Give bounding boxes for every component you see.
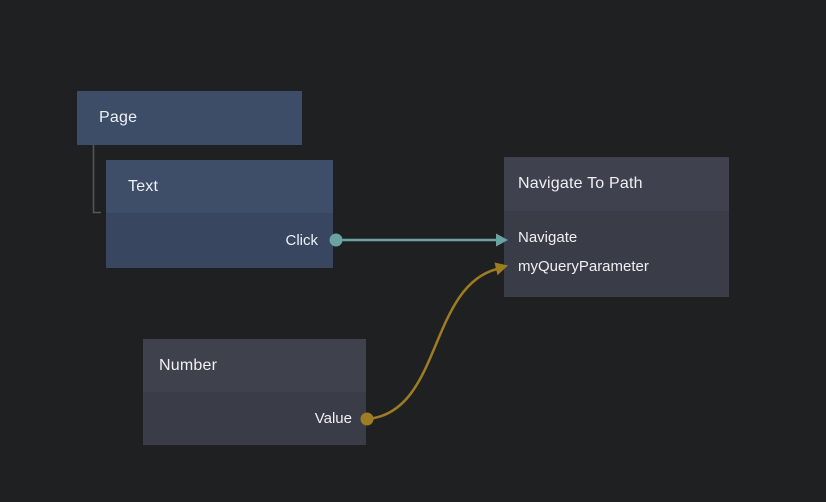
hierarchy-line-page-text: [92, 145, 101, 214]
node-text-body: Click: [106, 213, 333, 268]
output-label-value: Value: [314, 410, 352, 427]
connection-click-to-navigate: [329, 233, 508, 247]
node-page[interactable]: Page: [77, 91, 302, 145]
node-navigate-to-path[interactable]: Navigate To Path Navigate myQueryParamet…: [504, 157, 729, 297]
node-number-body: Value: [143, 392, 366, 445]
input-label-navigate: Navigate: [518, 229, 578, 246]
node-number[interactable]: Number Value: [143, 339, 366, 445]
node-navigate-to-path-header: Navigate To Path: [504, 157, 729, 211]
connection-value-to-myqueryparameter: [360, 262, 508, 426]
node-number-header: Number: [143, 339, 366, 392]
input-row-navigate[interactable]: Navigate: [504, 223, 729, 252]
node-number-title: Number: [159, 356, 218, 374]
node-text-header: Text: [106, 160, 333, 213]
node-page-header: Page: [77, 91, 302, 145]
node-text[interactable]: Text Click: [106, 160, 333, 268]
output-label-click: Click: [285, 232, 319, 249]
connection-value-to-myqueryparameter-wire[interactable]: [366, 267, 498, 421]
node-navigate-to-path-body: Navigate myQueryParameter: [504, 211, 729, 297]
node-navigate-to-path-title: Navigate To Path: [518, 175, 643, 192]
input-row-myqueryparameter[interactable]: myQueryParameter: [504, 252, 729, 281]
node-page-title: Page: [99, 109, 138, 126]
input-label-myqueryparameter: myQueryParameter: [518, 258, 649, 275]
output-row-click[interactable]: Click: [106, 213, 333, 268]
node-text-title: Text: [128, 177, 159, 195]
output-row-value[interactable]: Value: [143, 392, 366, 445]
